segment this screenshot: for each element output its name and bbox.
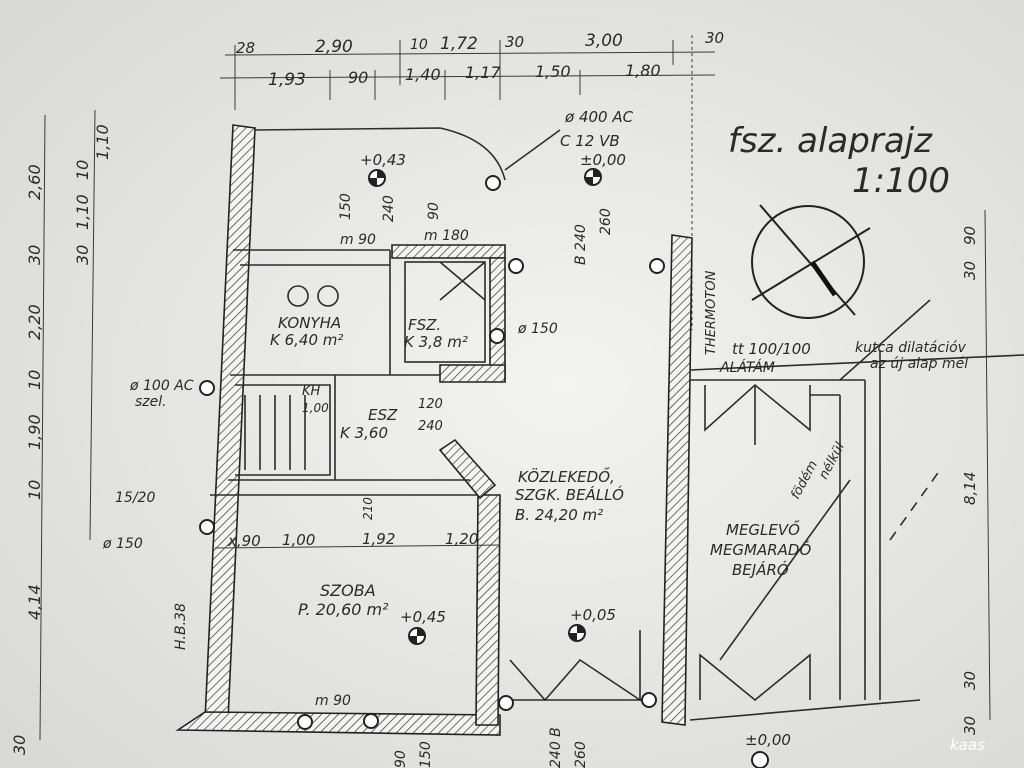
dim-label: 90 xyxy=(348,68,368,87)
level-markers xyxy=(199,168,769,768)
dim-label: 8,14 xyxy=(961,472,979,505)
note: kutca dilatációv xyxy=(855,340,967,356)
dim-label: 1,10 xyxy=(93,124,112,160)
dim-label: 260 xyxy=(573,741,589,768)
room-name-garage: KÖZLEKEDŐ, xyxy=(518,466,615,486)
dim-label: 3,00 xyxy=(585,31,623,51)
dim-label: 1,10 xyxy=(73,194,92,230)
dim-label: 30 xyxy=(961,716,979,735)
note: 150 xyxy=(338,193,354,220)
room-name-garage-2: SZGK. BEÁLLÓ xyxy=(515,485,624,504)
dim-label: 1,40 xyxy=(405,65,441,84)
note: 90 xyxy=(426,202,442,220)
room-area-garage: B. 24,20 m² xyxy=(515,506,603,524)
north-arrow-icon xyxy=(751,204,871,319)
note: 1,00 xyxy=(302,401,329,415)
note: 240 xyxy=(381,195,397,222)
note: 240 xyxy=(418,419,443,434)
note: KH xyxy=(302,384,321,399)
dim-label: 4,14 xyxy=(25,584,44,620)
note: ø 150 xyxy=(517,321,558,337)
level-label: +0,43 xyxy=(360,151,406,169)
note: C 12 VB xyxy=(560,132,620,150)
room-labels: KONYHA K 6,40 m² FSZ. K 3,8 m² ESZ K 3,6… xyxy=(270,314,811,619)
dim-label: 2,60 xyxy=(25,164,44,200)
room-area-szoba: P. 20,60 m² xyxy=(298,600,389,619)
room-name-entrance-1: MEGLEVŐ xyxy=(726,519,800,539)
dim-label: 1,50 xyxy=(535,62,571,81)
dim-label: 30 xyxy=(73,245,92,265)
room-name-kitchen: KONYHA xyxy=(278,314,341,332)
room-name-entrance-3: BEJÁRÓ xyxy=(732,560,789,579)
dim-label: 1,90 xyxy=(25,414,44,450)
level-label: +0,45 xyxy=(400,608,446,626)
level-label: ±0,00 xyxy=(745,731,791,749)
room-area-kitchen: K 6,40 m² xyxy=(270,331,343,349)
room-name-hall: ESZ xyxy=(368,406,398,424)
dim-label: 10 xyxy=(73,160,92,180)
dim-label: 1,00 xyxy=(282,531,315,549)
dim-label: 90 xyxy=(961,226,979,245)
room-name-entrance-2: MEGMARADÓ xyxy=(710,540,811,559)
dim-label: 1,17 xyxy=(465,63,501,82)
interior-lines xyxy=(210,127,1024,721)
dim-label: 30 xyxy=(505,33,524,51)
dim-label: 2,90 xyxy=(315,37,353,57)
note: m 180 xyxy=(424,228,469,244)
note: H.B.38 xyxy=(173,603,189,650)
watermark: kaas xyxy=(950,736,985,754)
room-name-bath: FSZ. xyxy=(408,316,441,334)
note-thermoton: THERMOTON xyxy=(704,270,719,355)
dim-label: 10 xyxy=(25,480,44,500)
dim-label: 240 B xyxy=(548,727,564,768)
left-dimensions: 2,60 30 2,20 10 1,90 10 4,14 30 10 1,10 … xyxy=(10,109,112,755)
dim-label: 30 xyxy=(961,261,979,280)
note: m 90 xyxy=(340,232,376,248)
dim-label: 2,20 xyxy=(25,304,44,340)
dim-label: 30 xyxy=(705,29,724,47)
note: 260 xyxy=(598,208,614,235)
note: tt 100/100 xyxy=(732,340,811,358)
annotations: ø 400 AC C 12 VB +0,43 ±0,00 +0,45 +0,05… xyxy=(102,108,968,768)
dim-label: 1,20 xyxy=(445,530,478,548)
level-label: +0,05 xyxy=(570,606,616,624)
dim-label: 28 xyxy=(236,39,255,57)
dim-label: 1,72 xyxy=(440,34,478,54)
note: az új alap mél xyxy=(870,356,968,372)
plan-title: fsz. alaprajz xyxy=(728,121,933,161)
room-name-szoba: SZOBA xyxy=(320,581,376,600)
note: szel. xyxy=(135,394,167,410)
dim-label: 30 xyxy=(10,735,29,755)
note: ø 100 AC xyxy=(129,378,194,394)
dim-label: 1,92 xyxy=(362,530,395,548)
dim-label: 30 xyxy=(25,245,44,265)
note: 120 xyxy=(418,397,443,412)
note: m 90 xyxy=(315,693,351,709)
dim-label: 150 xyxy=(418,741,434,768)
right-dimensions: 90 30 8,14 30 30 xyxy=(961,209,991,735)
top-dimensions: 28 2,90 10 1,72 30 3,00 30 1,93 90 1,40 … xyxy=(219,29,724,330)
note: ALÁTÁM xyxy=(719,359,775,376)
room-area-hall: K 3,60 xyxy=(340,424,388,442)
dim-label: 10 xyxy=(25,370,44,390)
level-label: ±0,00 xyxy=(580,151,626,169)
dim-label: 1,93 xyxy=(268,70,306,90)
dim-label: 90 xyxy=(393,750,409,768)
note: 210 xyxy=(361,497,375,520)
note: ø 400 AC xyxy=(564,108,634,126)
note: 15/20 xyxy=(115,490,155,506)
dim-label: x,90 xyxy=(227,532,261,550)
dim-label: 1,80 xyxy=(625,61,661,80)
dim-label: 30 xyxy=(961,671,979,690)
note: ø 150 xyxy=(102,536,143,552)
room-area-bath: K 3,8 m² xyxy=(404,333,468,351)
dim-label: 10 xyxy=(410,37,428,53)
note: B 240 xyxy=(573,224,589,265)
plan-scale: 1:100 xyxy=(852,161,950,201)
